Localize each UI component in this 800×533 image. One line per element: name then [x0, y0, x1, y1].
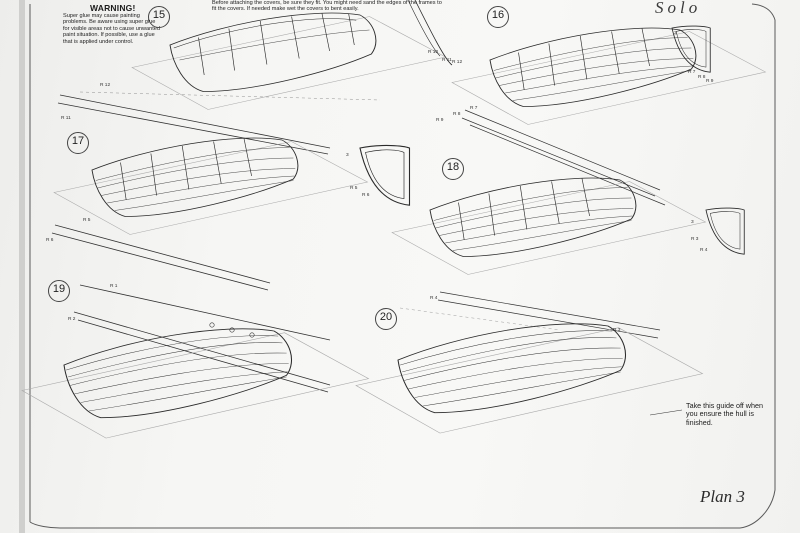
part-label: R 6 — [46, 238, 54, 243]
plan-label: Plan 3 — [700, 487, 745, 506]
warning-text: Super glue may cause painting problems. … — [63, 13, 161, 45]
part-label: R 3 — [691, 237, 699, 242]
part-label: R 11 — [61, 116, 71, 121]
part-label: R 6 — [362, 193, 370, 198]
part-label: 3 — [346, 153, 349, 158]
part-label: R 10 — [428, 50, 439, 55]
part-label: R 5 — [350, 186, 358, 191]
top-note: Before attaching the covers, be sure the… — [212, 0, 442, 13]
part-label: R 1 — [110, 284, 118, 289]
part-label: R 2 — [68, 317, 76, 322]
part-label: R 12 — [100, 83, 111, 88]
part-label: 3 — [674, 31, 677, 36]
part-label: R 9 — [706, 79, 714, 84]
part-label: R 4 — [430, 296, 438, 301]
model-name: Solo — [655, 0, 702, 17]
part-label: R 7 — [688, 70, 696, 75]
part-label: R 9 — [436, 118, 444, 123]
warning-title: WARNING! — [90, 3, 136, 13]
part-label: R 3 — [613, 328, 621, 333]
part-label: 3 — [691, 220, 694, 225]
part-label: R 11 — [442, 58, 452, 63]
part-label: R 5 — [83, 218, 91, 223]
guide-note: Take this guide off when you ensure the … — [686, 401, 763, 427]
part-label: R 8 — [698, 75, 706, 80]
part-label: R 7 — [470, 106, 478, 111]
part-label: R 8 — [453, 112, 461, 117]
part-label: R 12 — [452, 60, 463, 65]
part-label: R 4 — [700, 248, 708, 253]
